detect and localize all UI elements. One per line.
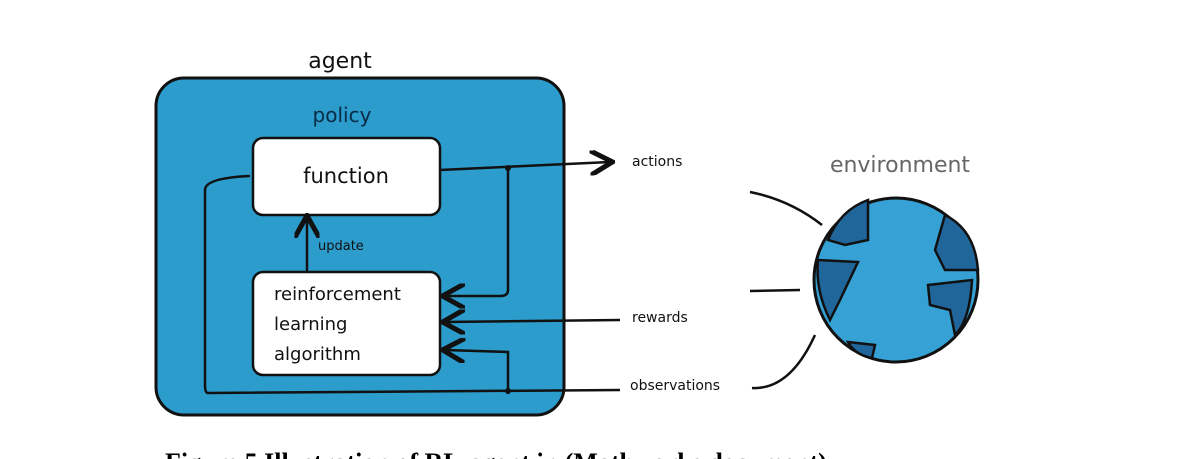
globe-icon — [812, 196, 980, 364]
rl-line-3: algorithm — [274, 344, 361, 365]
rewards-label: rewards — [632, 310, 688, 326]
observations-label: observations — [630, 378, 720, 394]
update-label: update — [318, 239, 364, 254]
function-label: function — [303, 164, 389, 188]
actions-label: actions — [632, 154, 682, 170]
svg-text:reinforcement learning: reinforcement learning algorithm — [274, 284, 407, 365]
figure-caption: Figure 5 Illustration of RL-agent in (Ma… — [165, 448, 827, 459]
function-box — [251, 136, 442, 217]
environment-label: environment — [830, 153, 970, 178]
rl-line-2: learning — [274, 314, 347, 335]
agent-label: agent — [308, 49, 372, 74]
connections — [203, 162, 823, 395]
rl-line-1: reinforcement — [274, 284, 401, 305]
policy-label: policy — [313, 103, 372, 127]
